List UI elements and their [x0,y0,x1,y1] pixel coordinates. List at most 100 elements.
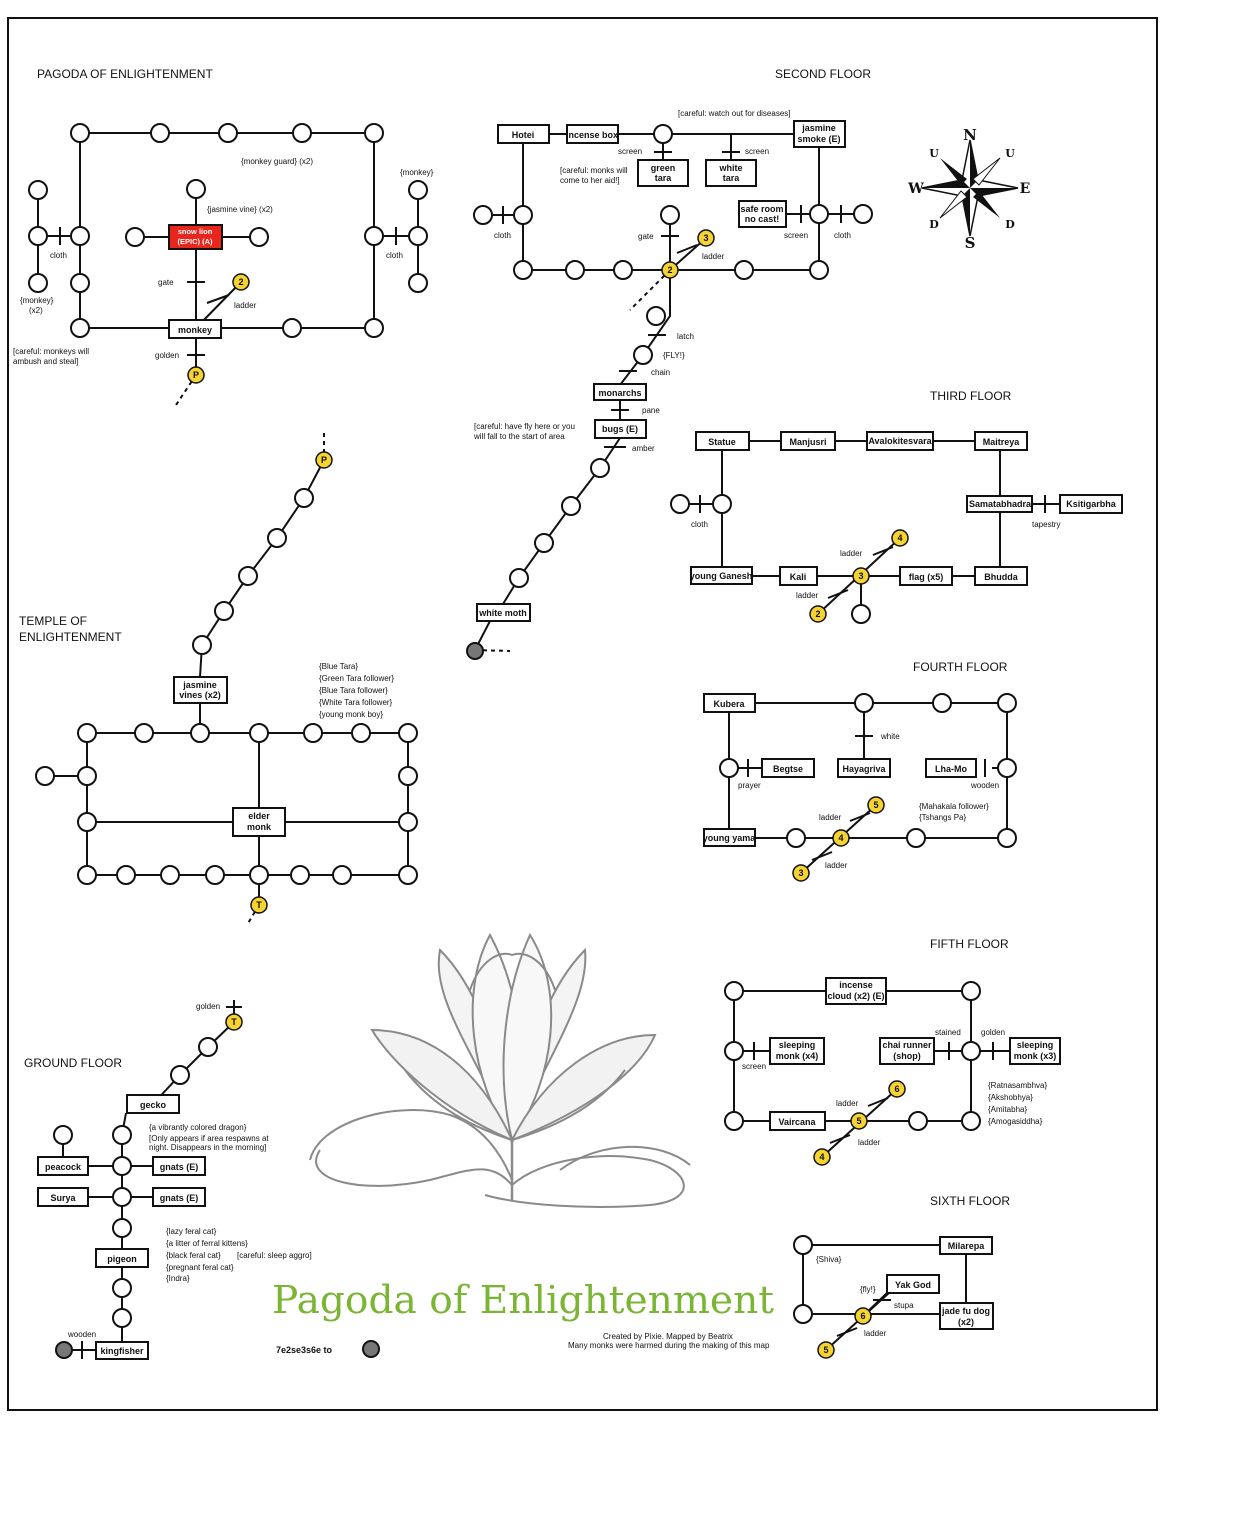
third-floor-nodes [670,494,871,624]
second-floor-nodes [473,124,873,588]
jasmine-smoke-label: jasmine [801,123,836,133]
wooden-label-4f: wooden [970,781,999,790]
cloth-label-3f: cloth [691,520,708,529]
exit-4-node-3f [891,529,909,547]
kingfisher-box [95,1341,149,1360]
chain-label: chain [651,368,670,377]
elder-monk-box [232,807,286,837]
tshangs-pa-label: {Tshangs Pa} [919,813,966,822]
monkey-left-label: {monkey} [20,296,54,305]
pagoda-ladder-label: ladder [234,301,257,310]
exit-p-node [187,366,205,384]
stained-label: stained [935,1028,961,1037]
statue-label: Statue [708,437,736,447]
chai-runner-shop: (shop) [893,1051,921,1061]
ladder-label-4f-up: ladder [819,813,842,822]
jade-fu-dog-label: jade fu dog [941,1306,990,1316]
exit-4-label-3f: 4 [897,533,902,543]
speedwalk-label: 7e2se3s6e to [276,1345,333,1355]
flag-box [899,566,953,586]
indra-label: {Indra} [166,1274,190,1283]
monkey-right-label: {monkey} [400,168,434,177]
cloth-right-label: cloth [386,251,403,260]
manjusri-label: Manjusri [789,437,826,447]
vaircana-label: Vaircana [778,1117,816,1127]
fifth-floor-section: FIFTH FLOOR incense cloud (x2) (E) sleep… [724,937,1061,1166]
temple-p-label: P [321,455,327,465]
exit-5-label-5f: 5 [856,1116,861,1126]
avalokitesvara-label: Avalokitesvara [868,436,932,446]
snow-lion-epic-label: (EPIC) (A) [178,237,213,246]
flag-label: flag (x5) [909,572,944,582]
exit-3-node-4f [792,864,810,882]
green-tara-box [637,159,689,187]
amber-label: amber [632,444,655,453]
compass-d-left: D [929,218,939,231]
amogasiddha-label: {Amogasiddha} [988,1117,1043,1126]
gnats-label-2: gnats (E) [160,1193,199,1203]
ground-floor-nodes [53,1037,218,1328]
sleeping-monk-right-box [1009,1037,1061,1065]
ladder-label-3f-down: ladder [796,591,819,600]
gnats-box-2 [152,1187,206,1207]
kali-label: Kali [790,572,807,582]
young-ganesh-box [690,566,753,585]
prayer-label: prayer [738,781,761,790]
incense-box-label: incense box [566,130,618,140]
peacock-label: peacock [45,1162,82,1172]
young-monk-boy-label: {young monk boy} [319,710,383,719]
mahakala-label: {Mahakala follower} [919,802,989,811]
sleeping-monk-right-label: sleeping [1017,1040,1054,1050]
exit-2-node-2f [661,261,679,279]
pigeon-label: pigeon [107,1254,137,1264]
map-frame [7,17,1158,1411]
hayagriva-label: Hayagriva [842,764,886,774]
white-moth-label: white moth [478,608,527,618]
yak-god-box [886,1274,940,1294]
incense-box [566,124,619,144]
fourth-floor-nodes [719,693,1017,848]
temple-title-2: ENLIGHTENMENT [19,630,122,644]
exit-5-label-6f: 5 [823,1345,828,1355]
exit-3-label-4f: 3 [798,868,803,878]
hotei-box [497,124,550,144]
snow-lion-label: snow lion [178,227,213,236]
compass-w: W [907,181,924,197]
ladder-label-5f-up: ladder [836,1099,859,1108]
young-ganesh-label: young Ganesh [690,571,753,581]
amitabha-label: {Amitabha} [988,1105,1027,1114]
exit-p-label: P [193,370,199,380]
latch-label: latch [677,332,694,341]
bhudda-label: Bhudda [984,572,1018,582]
jasmine-vines-count: vines (x2) [179,690,221,700]
temple-t-node [250,896,268,914]
tapestry-label: tapestry [1032,520,1060,529]
careful-monks-2: come to her aid!] [560,176,620,185]
samatabhadra-label: Samatabhadra [969,499,1032,509]
ladder-label-4f-down: ladder [825,861,848,870]
credits-line-2: Many monks were harmed during the making… [568,1341,770,1350]
chai-runner-label: chai runner [882,1040,932,1050]
temple-p-node [315,451,333,469]
screen-label-3: screen [784,231,808,240]
jasmine-smoke-label-2: smoke (E) [797,134,840,144]
compass-n: N [963,126,977,144]
white-label-4f: white [880,732,900,741]
careful-monks-1: [careful: monks will [560,166,628,175]
white-moth-exit-node [466,642,484,660]
stupa-label: stupa [894,1301,914,1310]
green-tara-label: green [651,163,676,173]
ground-t-label: T [231,1017,237,1027]
third-floor-section: THIRD FLOOR Statue Manjusri Avalokitesva… [670,389,1123,624]
monkey-box-label: monkey [178,325,212,335]
pregnant-cat-label: {pregnant feral cat} [166,1263,234,1272]
temple-title-1: TEMPLE OF [19,614,87,628]
exit-6-node-5f [888,1080,906,1098]
vaircana-box [769,1111,826,1131]
ground-floor-title: GROUND FLOOR [24,1056,122,1070]
incense-cloud-label: incense [839,980,873,990]
lotus-icon [309,932,691,1208]
exit-4-node-5f [813,1148,831,1166]
jasmine-vine-label: {jasmine vine} (x2) [207,205,273,214]
kittens-label: {a litter of ferral kittens} [166,1239,248,1248]
